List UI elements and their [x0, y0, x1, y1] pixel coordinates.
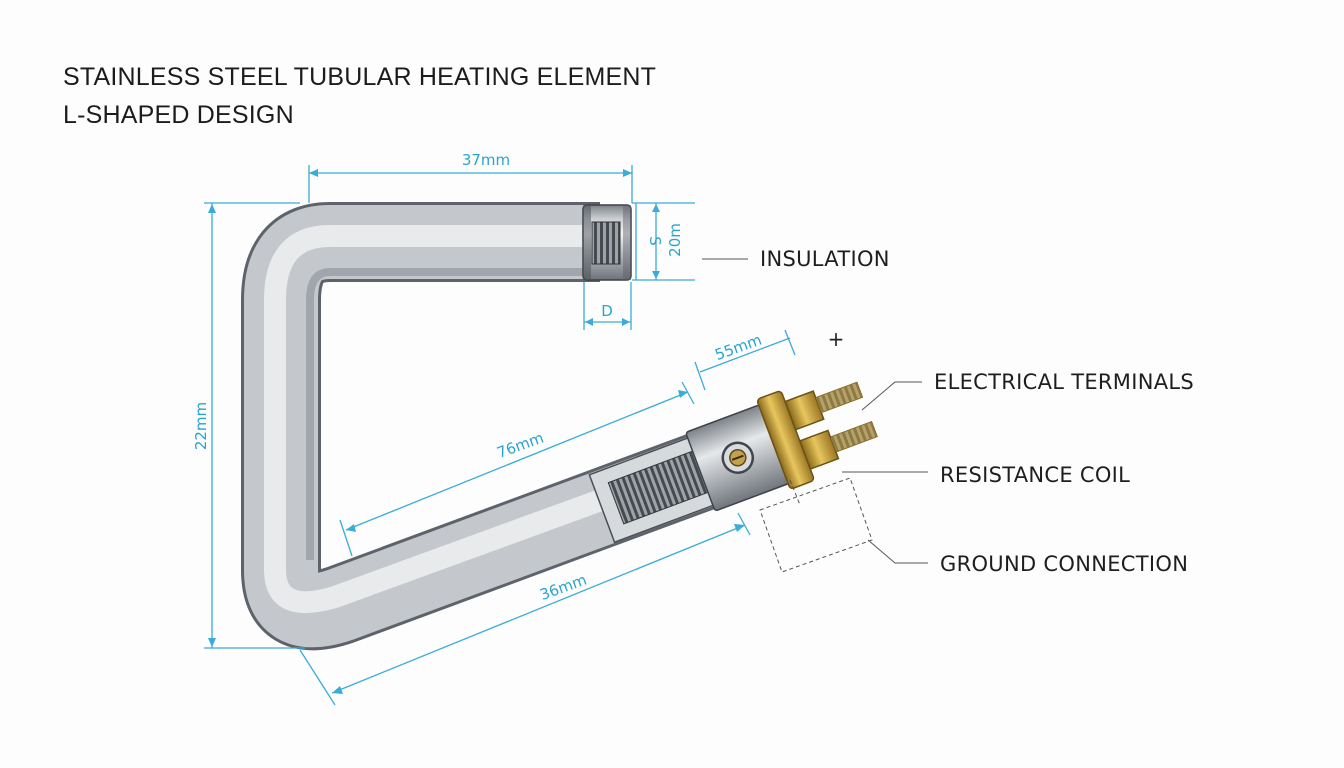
- dim-end-diameter: 20m: [666, 223, 684, 257]
- callout-insulation: INSULATION: [760, 247, 890, 271]
- insulation-end-cap: [582, 204, 632, 281]
- title-line-1: STAINLESS STEEL TUBULAR HEATING ELEMENT: [63, 63, 657, 91]
- callout-ground-connection: GROUND CONNECTION: [940, 552, 1188, 576]
- dim-small-d: D: [601, 302, 613, 320]
- terminal-assembly: [588, 381, 878, 544]
- title-line-2: L-SHAPED DESIGN: [63, 101, 294, 129]
- dim-top-length: 37mm: [462, 151, 510, 169]
- brass-flange: [756, 390, 815, 489]
- plus-sign: +: [828, 327, 845, 351]
- ground-box: [759, 477, 873, 573]
- callout-resistance-coil: RESISTANCE COIL: [940, 463, 1130, 487]
- dim-sleeve-length: 55mm: [713, 331, 765, 364]
- callout-leaders: [702, 258, 928, 564]
- dimension-lines: [204, 165, 796, 706]
- dim-small-s: S: [646, 236, 664, 246]
- callout-electrical-terminals: ELECTRICAL TERMINALS: [934, 370, 1194, 394]
- dim-diagonal-inner: 76mm: [495, 429, 547, 462]
- dim-vertical-length: 22mm: [192, 402, 210, 450]
- diagram-title: STAINLESS STEEL TUBULAR HEATING ELEMENT …: [63, 58, 656, 134]
- tube-body: [241, 202, 719, 651]
